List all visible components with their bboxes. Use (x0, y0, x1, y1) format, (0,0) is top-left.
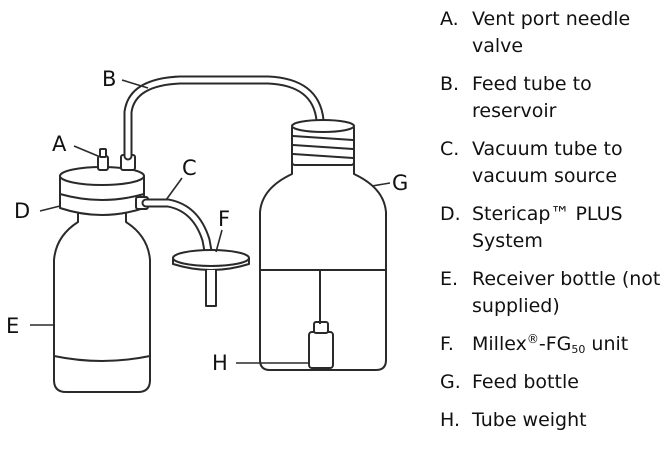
legend-letter: D. (440, 203, 461, 225)
millex-outlet (205, 269, 217, 307)
subscript-50: 50 (571, 343, 586, 356)
registered-mark: ® (526, 332, 539, 346)
callout-h: H (212, 351, 228, 375)
callout-c: C (182, 156, 197, 180)
callout-c-leader (165, 177, 183, 201)
callout-e: E (6, 314, 19, 338)
receiver-bottle-liquid-line (53, 355, 151, 362)
millex-fg50-unit (172, 249, 250, 267)
legend-letter: G. (440, 371, 461, 393)
callout-g-leader (371, 182, 391, 187)
callout-g: G (392, 171, 408, 195)
callout-f-leader (215, 229, 223, 253)
feed-bottle-threads (292, 135, 354, 159)
legend-text-part: -FG (538, 333, 572, 355)
legend-letter: A. (440, 8, 459, 30)
legend-item-a: A. Vent port needle valve (440, 6, 665, 60)
legend-item-b: B. Feed tube to reservoir (440, 71, 665, 125)
legend-text: Millex®-FG50 unit (472, 331, 665, 358)
legend-text-part: unit (585, 333, 629, 355)
legend-letter: E. (440, 268, 459, 290)
legend-text: Vacuum tube to vacuum source (472, 138, 623, 187)
feed-bottle-mouth (291, 119, 355, 133)
vacuum-tube-inner (143, 200, 213, 265)
legend-letter: C. (440, 138, 460, 160)
vent-port-cap (99, 148, 107, 158)
legend-text: Feed tube to reservoir (472, 73, 592, 122)
legend-text: Vent port needle valve (472, 8, 631, 57)
callout-a-leader (73, 145, 99, 157)
callout-d-leader (39, 205, 61, 212)
legend-item-g: G. Feed bottle (440, 369, 665, 396)
legend-item-c: C. Vacuum tube to vacuum source (440, 136, 665, 190)
legend-item-h: H. Tube weight (440, 407, 665, 434)
callout-f: F (218, 207, 230, 231)
legend-text: Tube weight (472, 409, 587, 431)
legend-text: Feed bottle (472, 371, 579, 393)
tube-weight (308, 331, 334, 369)
legend: A. Vent port needle valve B. Feed tube t… (440, 6, 665, 445)
legend-item-e: E. Receiver bottle (not supplied) (440, 266, 665, 320)
legend-text: Receiver bottle (not supplied) (472, 268, 661, 317)
legend-letter: H. (440, 409, 460, 431)
feed-bottle (259, 159, 387, 371)
callout-a: A (52, 132, 67, 156)
legend-letter: B. (440, 73, 460, 95)
vent-port-needle-valve (97, 155, 109, 171)
legend-text: Stericap™ PLUS System (472, 203, 623, 252)
callout-b: B (102, 67, 116, 91)
legend-text-part: Millex (472, 333, 527, 355)
legend-item-f: F. Millex®-FG50 unit (440, 331, 665, 358)
millex-rim (172, 257, 250, 271)
callout-b-leader (121, 79, 149, 89)
legend-item-d: D. Stericap™ PLUS System (440, 201, 665, 255)
feed-tube-inner (125, 77, 323, 303)
callout-d: D (14, 199, 30, 223)
legend-letter: F. (440, 333, 454, 355)
receiver-bottle (53, 195, 151, 393)
stericap-rim (59, 193, 145, 201)
